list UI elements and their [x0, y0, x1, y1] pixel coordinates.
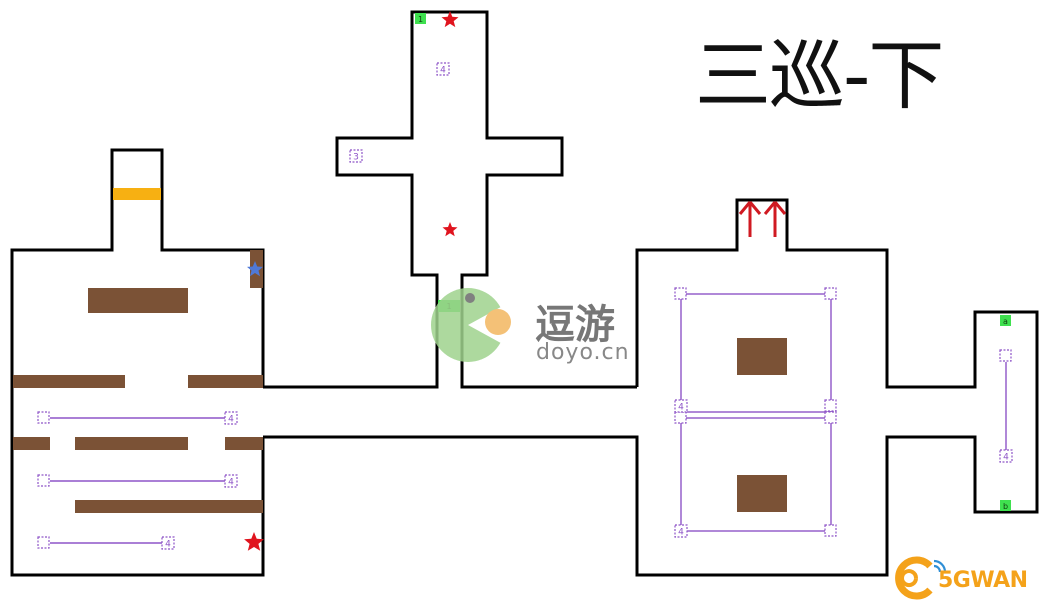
patrol-node [674, 287, 687, 300]
patrol-node [37, 411, 50, 424]
node-count: 4 [1003, 453, 1009, 463]
watermark-en: doyo.cn [536, 340, 630, 365]
wall-corridor-top-left [263, 10, 637, 389]
exit-arrows-icon [738, 201, 787, 237]
node-count: 4 [228, 478, 234, 488]
numbered-nodes: 4 4 4 4 3 4 4 4 [161, 62, 1013, 550]
node-box [674, 524, 688, 538]
map-walls [10, 10, 1039, 577]
node-box [999, 449, 1013, 463]
obstacle [737, 475, 787, 512]
patrol-node [37, 536, 50, 549]
node-count: 4 [678, 528, 684, 538]
green-marker [1000, 500, 1011, 511]
node-box [224, 411, 238, 425]
green-marker-label: 1 [418, 15, 423, 24]
patrol-routes [50, 293, 1007, 544]
obstacle [75, 437, 188, 450]
patrol-node [674, 411, 687, 424]
green-marker-label: a [1003, 317, 1008, 326]
red-star-icon [442, 222, 458, 237]
wall-left-room [10, 148, 265, 577]
red-star-icon [441, 11, 459, 28]
blue-star-icon [247, 261, 263, 277]
obstacle [13, 375, 125, 388]
map-title: 三巡-下 [695, 31, 944, 120]
red-star-icon [244, 532, 264, 551]
patrol-node [37, 474, 50, 487]
node-box [224, 474, 238, 488]
obstacle [188, 375, 263, 388]
node-count: 4 [165, 540, 171, 550]
brand-text: 5GWAN [938, 568, 1028, 593]
yellow-gate [113, 188, 161, 200]
patrol-node [999, 349, 1012, 362]
obstacles [13, 250, 787, 513]
obstacle [75, 500, 263, 513]
node-count: 3 [353, 153, 359, 163]
obstacle [225, 437, 263, 450]
node-box [674, 399, 688, 413]
patrol-node [824, 287, 837, 300]
patrol-node [824, 399, 837, 412]
green-marker-label: b [1003, 502, 1008, 511]
patrol-loop [680, 417, 832, 532]
obstacle [737, 338, 787, 375]
watermark-mascot-icon [431, 288, 511, 362]
patrol-node [824, 411, 837, 424]
node-box [349, 149, 363, 163]
node-count: 4 [440, 66, 446, 76]
obstacle [88, 288, 188, 313]
patrol-loop [680, 293, 832, 413]
stars [244, 11, 459, 551]
node-count: 4 [678, 403, 684, 413]
watermark-cn: 逗游 [535, 302, 615, 348]
obstacle [13, 437, 50, 450]
brand-logo-icon [895, 556, 947, 600]
green-marker [1000, 315, 1011, 326]
node-count: 4 [228, 415, 234, 425]
wall-corridor-bottom [263, 198, 1039, 577]
green-marker [415, 13, 426, 24]
node-box [161, 536, 175, 550]
patrol-node [824, 524, 837, 537]
node-box [436, 62, 450, 76]
